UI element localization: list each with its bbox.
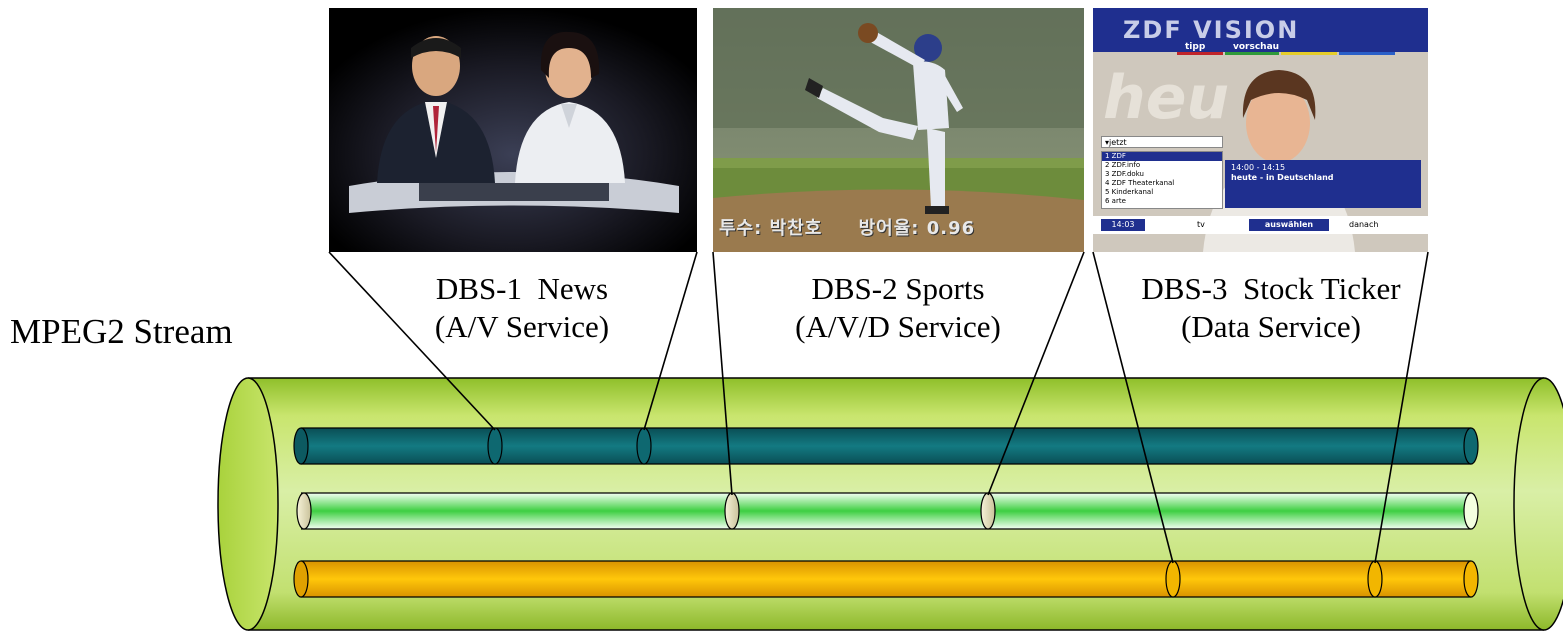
channel-item[interactable]: 2 ZDF.info: [1105, 161, 1141, 169]
channel-item[interactable]: 6 arte: [1105, 197, 1126, 205]
news-caption-type: (A/V Service): [434, 309, 610, 344]
channel-item[interactable]: 5 Kinderkanal: [1105, 188, 1154, 196]
sports-overlay-text: 투수: 박찬호 방어율: 0.96: [719, 218, 976, 239]
teal-pipe: [293, 427, 1479, 465]
ticker-caption-title: DBS-3 Stock Ticker: [1141, 271, 1401, 306]
channel-item[interactable]: 3 ZDF.doku: [1105, 170, 1144, 178]
zdf-top-bar: ZDF VISION tipp vorschau: [1093, 8, 1428, 55]
green-pipe: [296, 492, 1479, 530]
channel-item[interactable]: 1 ZDF: [1102, 152, 1222, 161]
connector-sports-right: [987, 251, 1085, 496]
connector-sports-left: [712, 251, 733, 496]
sports-caption-type: (A/V/D Service): [795, 309, 1001, 344]
zdf-channel-list: 1 ZDF 2 ZDF.info 3 ZDF.doku 4 ZDF Theate…: [1101, 151, 1223, 209]
program-time: 14:00 - 14:15: [1231, 163, 1286, 172]
ticker-caption-type: (Data Service): [1181, 309, 1361, 344]
zdf-bottom-bar: 14:03 tv auswählen danach: [1093, 216, 1428, 234]
bottom-next[interactable]: danach: [1349, 220, 1379, 229]
stream-label: MPEG2 Stream: [10, 312, 233, 351]
program-title: heute - in Deutschland: [1231, 173, 1334, 182]
connector-ticker-right: [1374, 251, 1429, 564]
bottom-select-button[interactable]: auswählen: [1249, 219, 1329, 231]
news-caption-title: DBS-1 News: [435, 271, 609, 306]
channel-item[interactable]: 4 ZDF Theaterkanal: [1105, 179, 1175, 187]
connector-ticker-left: [1092, 251, 1174, 564]
bottom-time: 14:03: [1101, 219, 1145, 231]
connector-news-right: [643, 251, 698, 431]
tab-vorschau[interactable]: vorschau: [1233, 42, 1280, 52]
bottom-tv[interactable]: tv: [1197, 220, 1205, 229]
ticker-caption: DBS-3 Stock Ticker (Data Service): [1106, 270, 1436, 346]
news-caption: DBS-1 News (A/V Service): [382, 270, 662, 346]
sports-thumbnail: 투수: 박찬호 방어율: 0.96: [713, 8, 1084, 252]
chevron-down-icon: ▾: [1105, 138, 1110, 147]
zdf-menu-header: ▾jetzt: [1101, 136, 1223, 148]
orange-pipe: [293, 560, 1479, 598]
sports-caption: DBS-2 Sports (A/V/D Service): [748, 270, 1048, 346]
connector-news-left: [328, 251, 496, 431]
svg-text:heu: heu: [1103, 63, 1229, 133]
sports-caption-title: DBS-2 Sports: [811, 271, 985, 306]
zdf-program-panel: 14:00 - 14:15 heute - in Deutschland: [1225, 160, 1421, 208]
zdf-logo: ZDF VISION: [1123, 16, 1300, 44]
ticker-thumbnail: heu ZDF VISION tipp vorschau ▾jetzt 1 ZD…: [1093, 8, 1428, 252]
tab-tipp[interactable]: tipp: [1185, 42, 1206, 52]
news-thumbnail: [329, 8, 697, 252]
connector-lines: [328, 251, 1429, 564]
